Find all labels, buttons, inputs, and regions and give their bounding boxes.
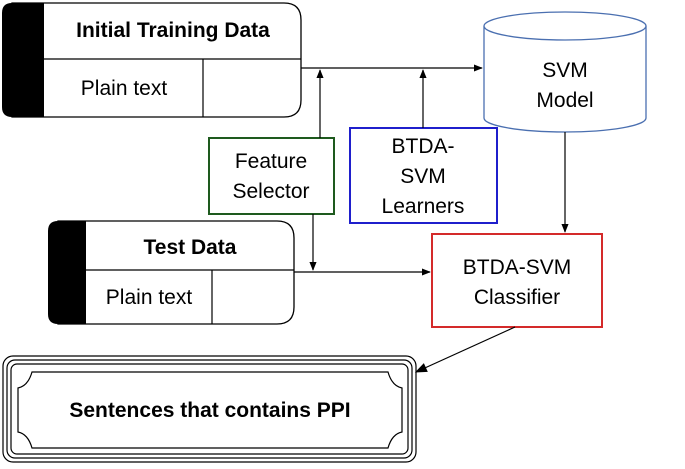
training-data-cell: Plain text [81, 77, 168, 100]
test-data-black-bar [48, 221, 86, 324]
learners-line1: BTDA- [392, 135, 455, 158]
arrow-classifier-to-output [414, 326, 516, 373]
training-data-node: Initial Training Data Plain text [2, 2, 302, 118]
learners-line3: Learners [382, 195, 465, 218]
learners-node: BTDA- SVM Learners [349, 127, 498, 224]
training-data-title: Initial Training Data [76, 19, 270, 42]
learners-box [349, 127, 498, 224]
classifier-node: BTDA-SVM Classifier [431, 233, 603, 328]
svm-model-node: SVM Model [483, 11, 647, 133]
feature-selector-node: Feature Selector [208, 137, 335, 215]
svm-model-line1: SVM [542, 59, 588, 82]
output-frame-wavy [17, 371, 403, 449]
classifier-box [431, 233, 603, 328]
classifier-line1: BTDA-SVM [463, 256, 572, 279]
output-frame-inner [10, 363, 409, 455]
output-node: Sentences that contains PPI [2, 355, 417, 463]
test-data-node: Test Data Plain text [48, 220, 295, 325]
training-data-black-bar [2, 3, 44, 117]
feature-selector-box [208, 137, 335, 215]
output-frame-middle [6, 359, 413, 459]
output-label: Sentences that contains PPI [69, 399, 350, 422]
test-data-cell: Plain text [106, 286, 193, 309]
learners-line2: SVM [400, 165, 446, 188]
classifier-line2: Classifier [474, 286, 560, 309]
svm-model-line2: Model [536, 89, 593, 112]
feature-selector-line1: Feature [235, 150, 307, 173]
feature-selector-line2: Selector [232, 180, 309, 203]
svm-model-cylinder-top [483, 11, 647, 41]
test-data-title: Test Data [144, 236, 237, 259]
